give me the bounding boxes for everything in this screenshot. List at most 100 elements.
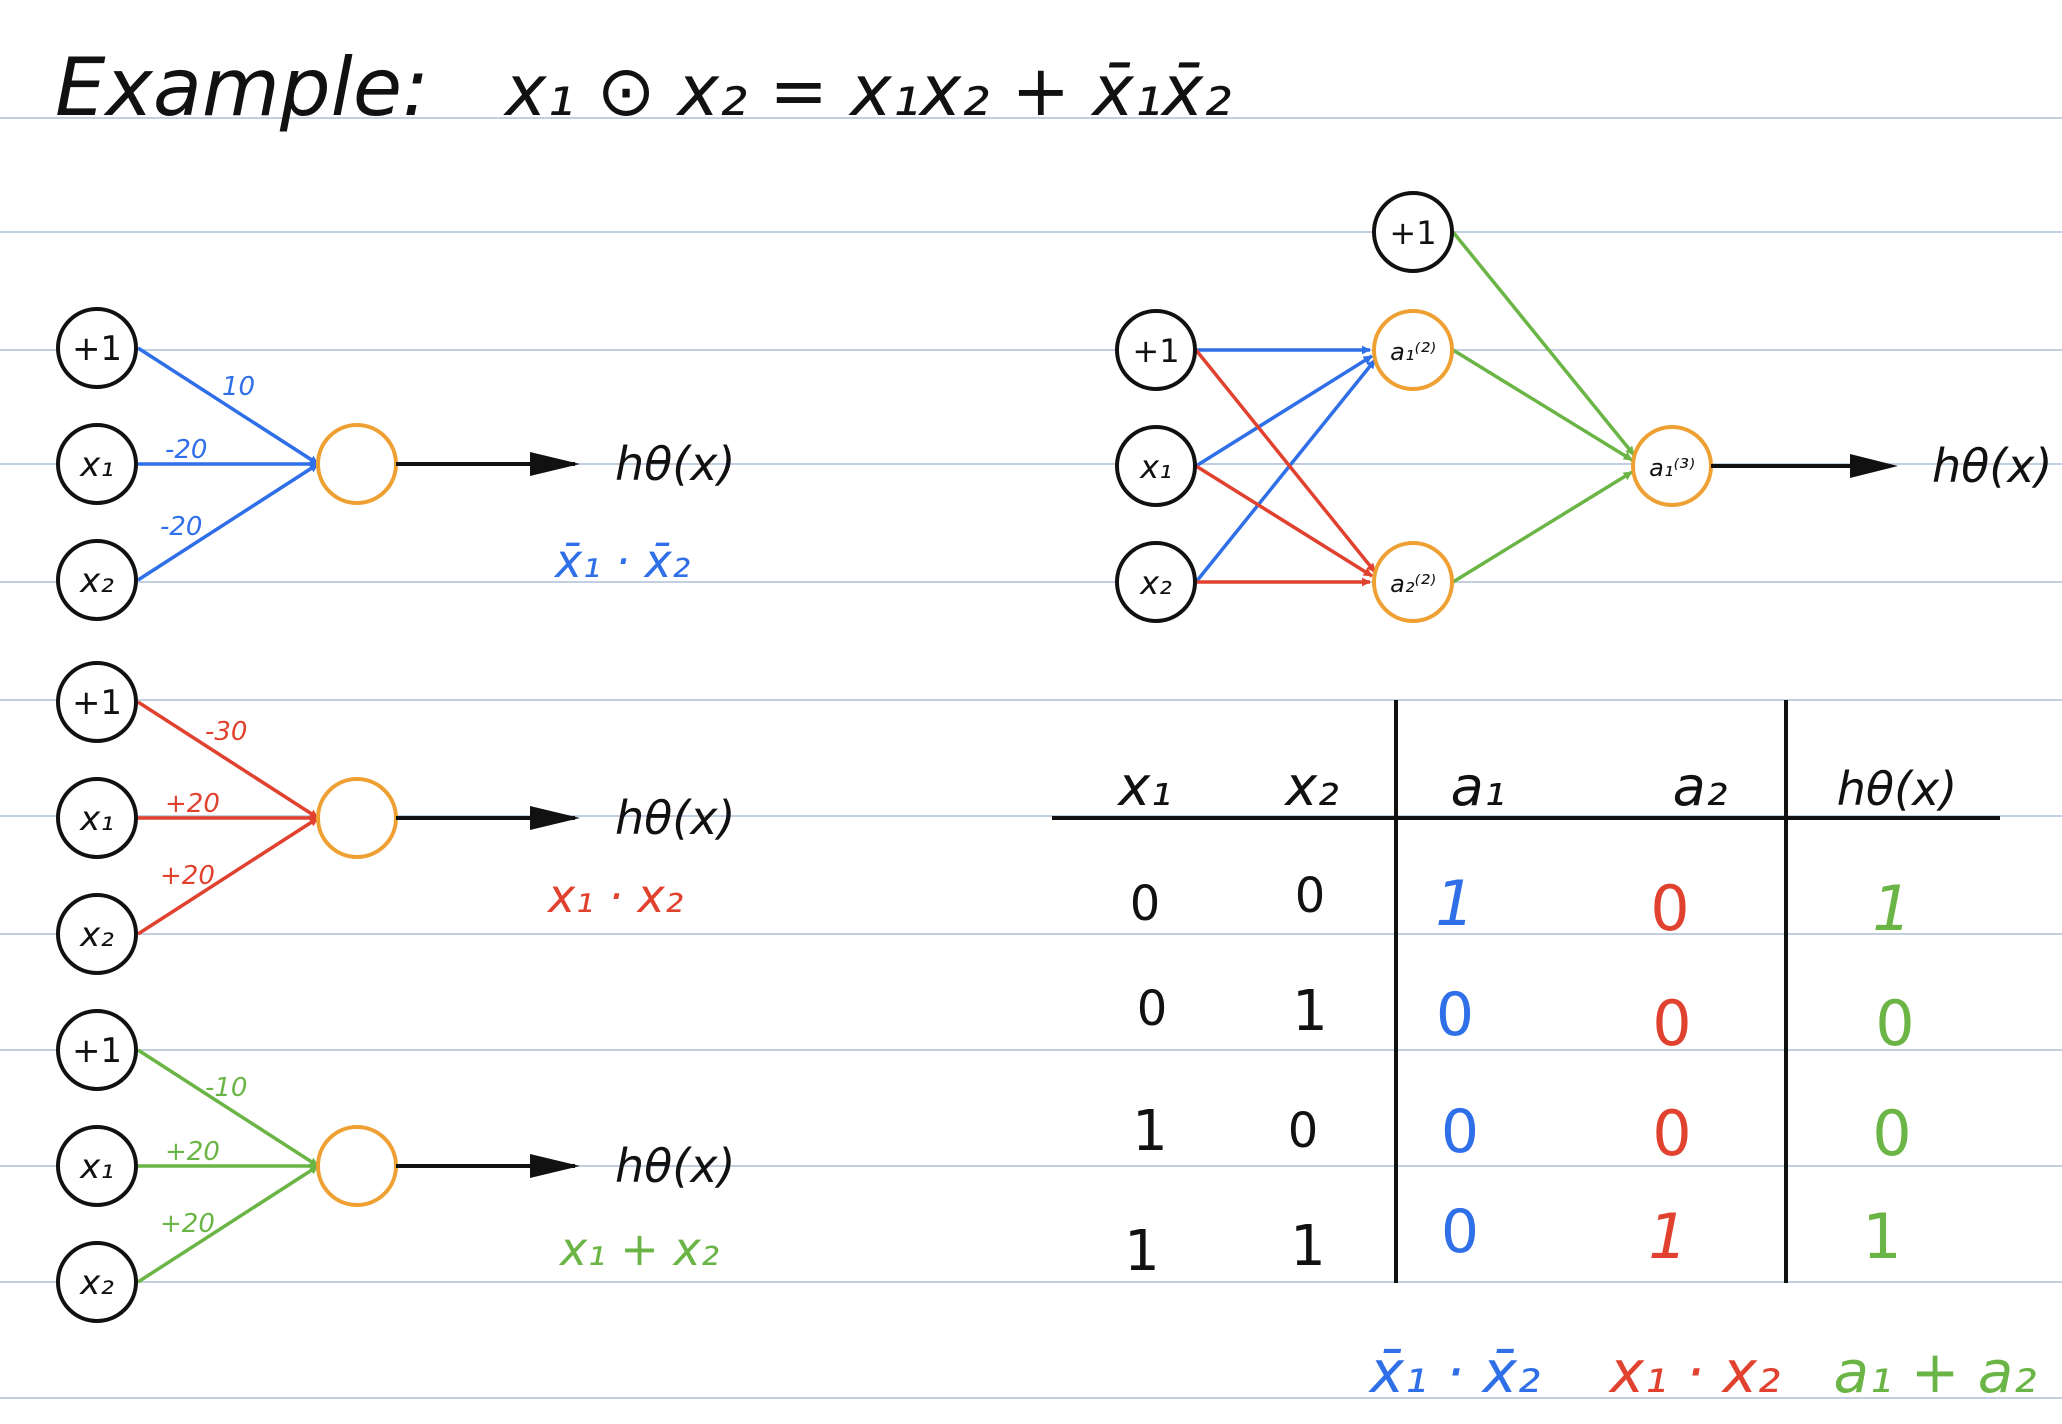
function-label: x₁ + x₂	[558, 1222, 719, 1276]
x1-node-label: x₁	[79, 1147, 114, 1187]
cell-a1: 0	[1441, 1097, 1479, 1167]
bias2-node	[1372, 191, 1454, 273]
edge-a1-to-out	[1452, 348, 1633, 462]
weight-label: +20	[160, 861, 215, 891]
weight-label: +20	[165, 1137, 220, 1167]
small-network-and-not: +1 x₁ x₂ 10 -20 -20 hθ(x) x̄₁ · x̄₂	[56, 307, 735, 621]
x2-node	[56, 1241, 138, 1323]
cell-h: 0	[1872, 1097, 1911, 1170]
bias-node-label: +1	[72, 1031, 122, 1071]
hidden-node-a1	[1372, 309, 1454, 391]
edge-x2-to-out	[137, 816, 319, 936]
x2-node-label: x₂	[79, 561, 114, 601]
edge-bias-to-a2	[1194, 348, 1377, 574]
paper-lines	[0, 117, 2062, 1399]
header-a2: a₂	[1673, 755, 1728, 818]
cell-x1: 0	[1130, 876, 1161, 932]
cell-h: 0	[1875, 987, 1914, 1060]
x2-node-label: x₂	[79, 1263, 114, 1303]
weight-label: -10	[205, 1073, 247, 1103]
cell-a2: 0	[1652, 1097, 1691, 1170]
x2-node	[1115, 541, 1197, 623]
weight-label: -30	[205, 717, 247, 747]
output-arrowhead	[530, 1154, 580, 1178]
header-a1: a₁	[1451, 755, 1506, 818]
function-label: x₁ · x₂	[546, 869, 683, 923]
cell-a2: 0	[1650, 872, 1689, 945]
footer-h-function: a₁ + a₂	[1833, 1338, 2036, 1406]
x1-node	[56, 1125, 138, 1207]
bias-node	[56, 661, 138, 743]
cell-a1: 0	[1441, 1197, 1479, 1267]
cell-h: 1	[1862, 1200, 1901, 1273]
output-node	[316, 423, 398, 505]
cell-a1: 1	[1435, 867, 1474, 940]
cell-x2: 1	[1290, 1214, 1326, 1279]
cell-h: 1	[1872, 872, 1911, 945]
a2-node-label: a₂⁽²⁾	[1390, 570, 1436, 598]
truth-table: x₁ x₂ a₁ a₂ hθ(x) 0 0 1 0 1 0 1 0 0 0 1 …	[1052, 700, 2037, 1406]
hidden-node-a2	[1372, 541, 1454, 623]
cell-x1: 1	[1132, 1099, 1168, 1164]
small-network-and: +1 x₁ x₂ -30 +20 +20 hθ(x) x₁ · x₂	[56, 661, 735, 975]
x1-node-label: x₁	[79, 445, 114, 485]
output-arrowhead	[530, 806, 580, 830]
small-network-or: +1 x₁ x₂ -10 +20 +20 hθ(x) x₁ + x₂	[56, 1009, 735, 1323]
cell-x2: 1	[1292, 979, 1328, 1044]
x2-node-label: x₂	[1139, 564, 1172, 602]
cell-x2: 0	[1288, 1103, 1319, 1159]
bias-node	[1115, 309, 1197, 391]
output-label: hθ(x)	[615, 1139, 735, 1193]
edge-x2-to-out	[137, 1164, 319, 1284]
x1-node	[56, 777, 138, 859]
edge-bias-to-out	[137, 346, 319, 466]
header-h: hθ(x)	[1837, 762, 1957, 816]
x1-node	[1115, 425, 1197, 507]
output-label: hθ(x)	[615, 437, 735, 491]
output-label: hθ(x)	[1932, 439, 2052, 493]
footer-a1-function: x̄₁ · x̄₂	[1368, 1338, 1540, 1406]
weight-label: 10	[222, 372, 255, 402]
x2-node-label: x₂	[79, 915, 114, 955]
x2-node	[56, 539, 138, 621]
header-x2: x₂	[1283, 755, 1339, 818]
weight-label: +20	[165, 789, 220, 819]
bias-node-label: +1	[72, 683, 122, 723]
title-expression: x₁ ⊙ x₂ = x₁x₂ + x̄₁x̄₂	[503, 50, 1231, 132]
weight-label: -20	[165, 435, 207, 465]
cell-x2: 0	[1295, 868, 1326, 924]
xnor-network: +1 x₁ x₂ +1 a₁⁽²⁾ a₂⁽²⁾ a₁⁽³⁾ hθ(x)	[1115, 191, 2052, 623]
bias-node	[56, 1009, 138, 1091]
weight-label: +20	[160, 1209, 215, 1239]
x1-node-label: x₁	[1139, 448, 1172, 486]
edge-x1-to-a1	[1195, 354, 1373, 468]
cell-a1: 0	[1436, 980, 1474, 1050]
bias-node	[56, 307, 138, 389]
output-arrowhead	[1850, 454, 1898, 478]
x1-node	[56, 423, 138, 505]
function-label: x̄₁ · x̄₂	[553, 534, 690, 588]
output-arrowhead	[530, 452, 580, 476]
edge-bias2-to-out	[1451, 230, 1636, 457]
title-label: Example:	[55, 41, 429, 134]
weight-label: -20	[160, 512, 202, 542]
x1-node-label: x₁	[79, 799, 114, 839]
header-x1: x₁	[1116, 755, 1172, 818]
a1-node-label: a₁⁽²⁾	[1390, 338, 1436, 366]
output-node	[316, 777, 398, 859]
bias2-node-label: +1	[1389, 214, 1436, 252]
cell-a2: 0	[1652, 987, 1691, 1060]
output-label: hθ(x)	[615, 791, 735, 845]
cell-x1: 1	[1124, 1219, 1160, 1284]
output-node	[316, 1125, 398, 1207]
x2-node	[56, 893, 138, 975]
edge-bias-to-out	[137, 1048, 319, 1168]
edge-x1-to-a2	[1195, 464, 1373, 578]
cell-x1: 0	[1137, 981, 1168, 1037]
bias-node-label: +1	[1132, 332, 1179, 370]
edge-x2-to-a1	[1194, 358, 1377, 584]
output-node-label: a₁⁽³⁾	[1649, 454, 1695, 482]
bias-node-label: +1	[72, 329, 122, 369]
edge-bias-to-out	[137, 700, 319, 820]
